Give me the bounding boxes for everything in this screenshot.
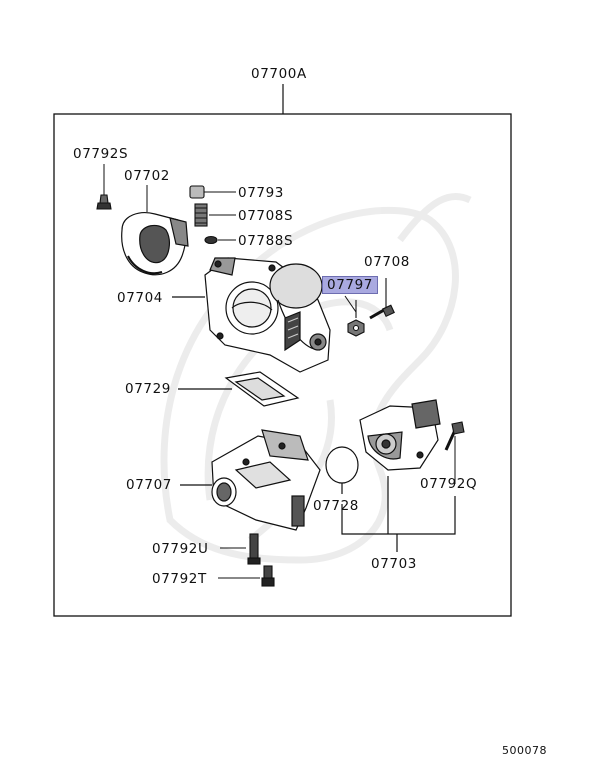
part-07792T-bolt	[218, 565, 275, 587]
label-07793[interactable]: 07793	[238, 185, 284, 201]
leader-07797	[344, 295, 357, 313]
label-07729[interactable]: 07729	[125, 381, 171, 397]
part-07704-throttle-body	[172, 257, 331, 373]
part-07707-intake-body	[180, 429, 321, 531]
part-07708-bolt	[369, 278, 395, 320]
label-07700A: 07700A	[251, 66, 307, 82]
part-07788S-seal	[204, 235, 236, 245]
part-07703-idle-valve	[359, 399, 441, 471]
part-07729-gasket	[178, 371, 300, 407]
label-07728[interactable]: 07728	[313, 498, 359, 514]
label-07788S[interactable]: 07788S	[238, 233, 294, 249]
part-07793-cap	[189, 185, 236, 199]
label-07792T[interactable]: 07792T	[152, 571, 207, 587]
part-07728-o-ring	[325, 446, 359, 494]
bracket-07703	[341, 476, 456, 552]
label-07797-highlighted[interactable]: 07797	[322, 276, 378, 294]
label-07792U[interactable]: 07792U	[152, 541, 209, 557]
label-07708[interactable]: 07708	[364, 254, 410, 270]
label-07704[interactable]: 07704	[117, 290, 163, 306]
label-07707[interactable]: 07707	[126, 477, 172, 493]
label-07708S[interactable]: 07708S	[238, 208, 294, 224]
part-07792U-bolt	[220, 533, 261, 565]
label-07792Q[interactable]: 07792Q	[420, 476, 478, 492]
label-07703[interactable]: 07703	[371, 556, 417, 572]
part-07708S-spring	[194, 203, 236, 227]
part-07792Q-screw	[444, 421, 465, 484]
part-07702-sensor	[121, 185, 189, 276]
part-07797-nut	[347, 300, 365, 337]
label-07792S[interactable]: 07792S	[73, 146, 129, 162]
label-07702[interactable]: 07702	[124, 168, 170, 184]
reference-code: 500078	[502, 744, 547, 757]
part-07792S-screw	[96, 164, 112, 210]
